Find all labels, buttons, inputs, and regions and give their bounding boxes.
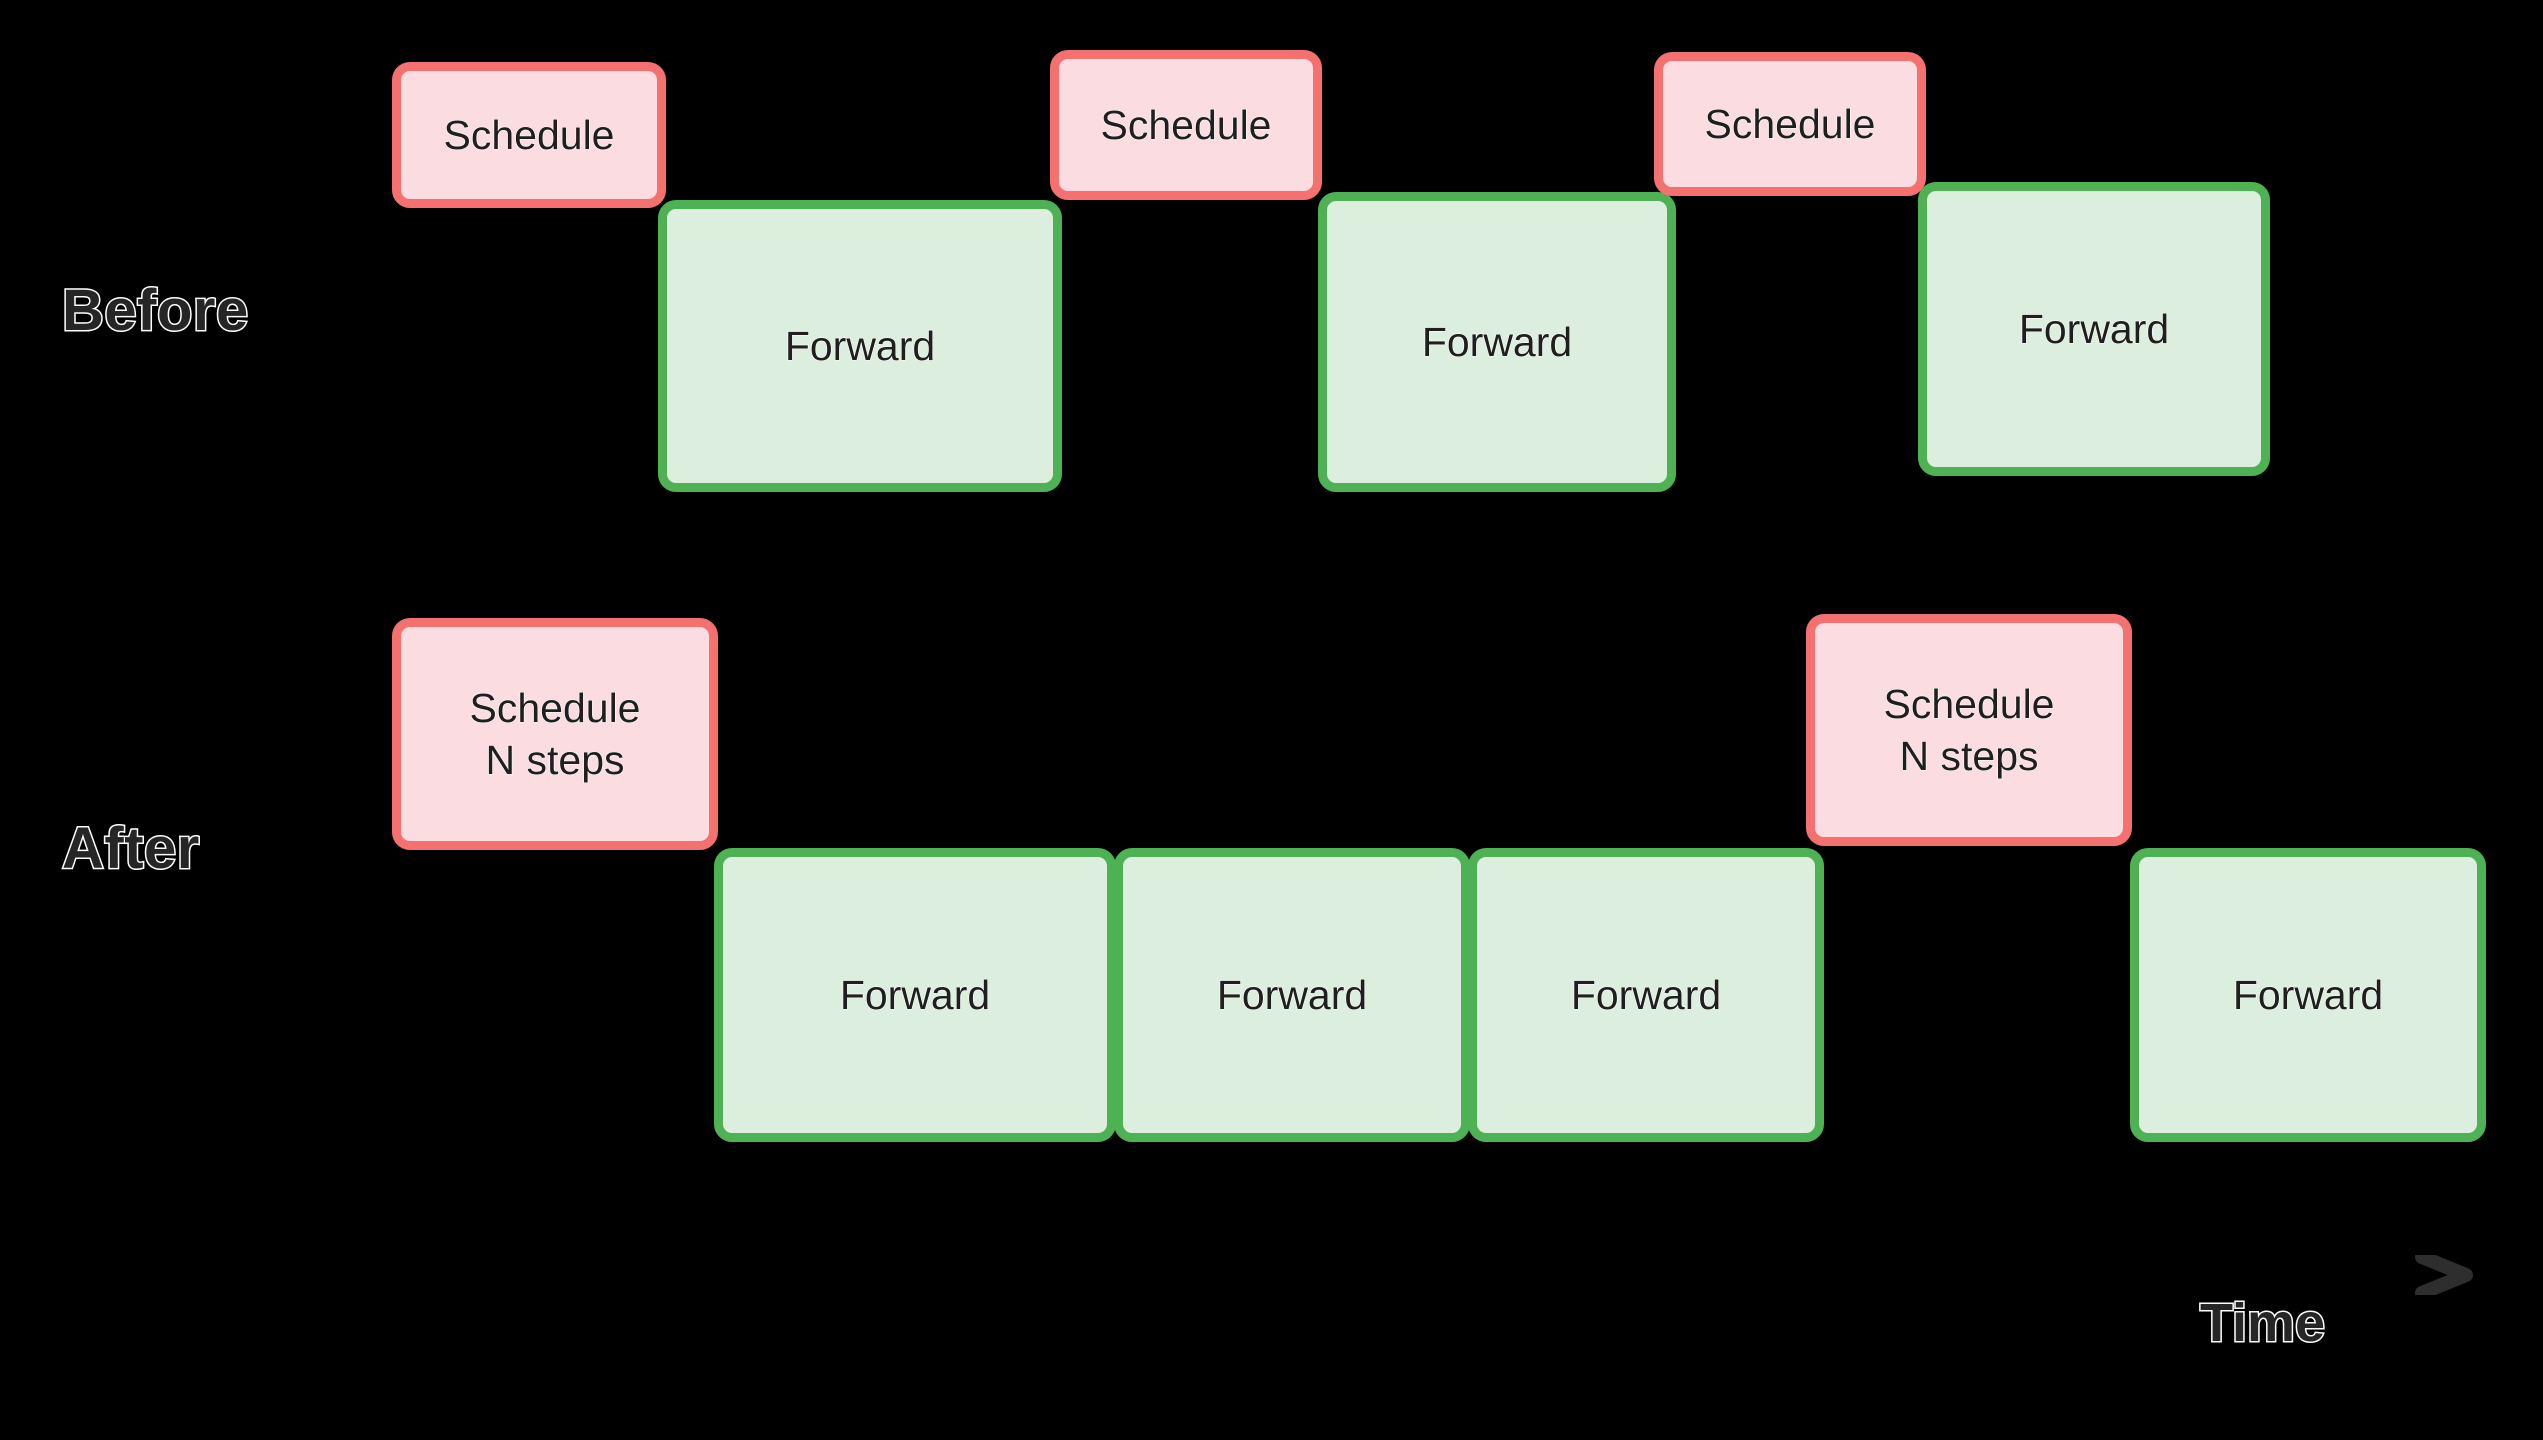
- schedule-block[interactable]: Schedule: [392, 62, 666, 208]
- schedule-block[interactable]: Schedule: [1654, 52, 1926, 196]
- forward-block[interactable]: Forward: [714, 848, 1116, 1142]
- schedule-block[interactable]: Schedule N steps: [1806, 614, 2132, 846]
- forward-block[interactable]: Forward: [1918, 182, 2270, 476]
- row-label-after: After: [61, 816, 201, 881]
- schedule-block-label: Schedule N steps: [1883, 680, 2055, 780]
- forward-block-label: Forward: [1421, 318, 1573, 365]
- forward-block-label: Forward: [839, 971, 991, 1018]
- schedule-block-label: Schedule N steps: [469, 684, 641, 784]
- schedule-block[interactable]: Schedule: [1050, 50, 1322, 200]
- schedule-block-label: Schedule: [443, 111, 615, 158]
- arrow-right-icon: [2415, 1255, 2473, 1295]
- time-axis-label: Time: [2198, 1293, 2326, 1353]
- forward-block-label: Forward: [1216, 971, 1368, 1018]
- forward-block-label: Forward: [2018, 305, 2170, 352]
- forward-block-label: Forward: [2232, 971, 2384, 1018]
- forward-block-label: Forward: [1570, 971, 1722, 1018]
- schedule-block[interactable]: Schedule N steps: [392, 618, 718, 850]
- row-label-before: Before: [61, 278, 250, 343]
- forward-block[interactable]: Forward: [1318, 192, 1676, 492]
- schedule-block-label: Schedule: [1100, 101, 1272, 148]
- forward-block[interactable]: Forward: [1468, 848, 1824, 1142]
- forward-block-label: Forward: [784, 322, 936, 369]
- time-axis-arrow: [380, 1255, 2473, 1295]
- schedule-block-label: Schedule: [1704, 100, 1876, 147]
- forward-block[interactable]: Forward: [1114, 848, 1470, 1142]
- forward-block[interactable]: Forward: [658, 200, 1062, 492]
- forward-block[interactable]: Forward: [2130, 848, 2486, 1142]
